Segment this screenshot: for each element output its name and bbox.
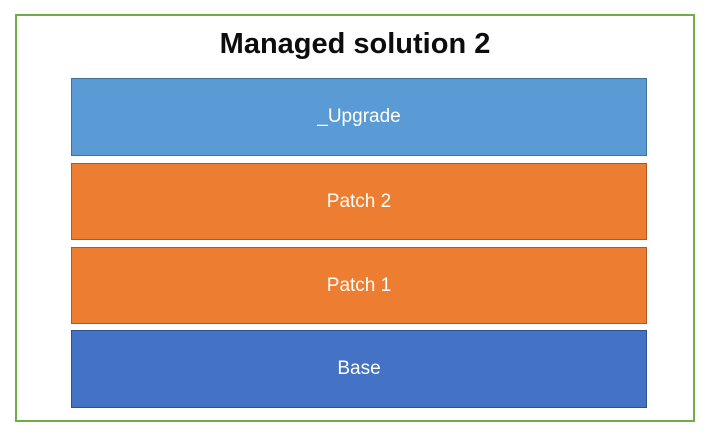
layer-patch-1: Patch 1: [71, 247, 647, 324]
layer-base: Base: [71, 330, 647, 408]
layer-patch-2-label: Patch 2: [326, 190, 392, 212]
layer-base-label: Base: [337, 358, 381, 379]
layer-patch-2: Patch 2: [71, 163, 647, 240]
layer-upgrade: _Upgrade: [71, 78, 647, 156]
layer-patch-1-label: Patch 1: [326, 274, 392, 296]
layer-upgrade-label: _Upgrade: [317, 106, 401, 127]
diagram-title: Managed solution 2: [219, 28, 491, 60]
